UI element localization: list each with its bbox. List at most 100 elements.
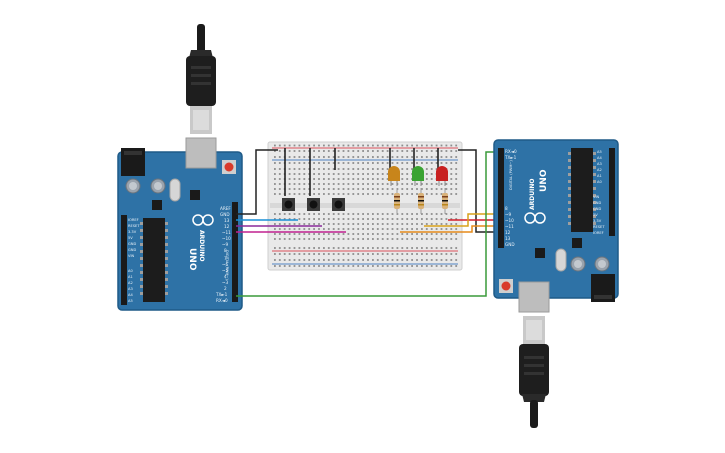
breadboard-hole [430,238,433,240]
breadboard-hole [342,168,345,170]
breadboard-hole [396,150,399,152]
breadboard-hole [318,183,320,185]
push-button-1[interactable] [282,198,295,211]
breadboard-hole [372,253,374,255]
breadboard-hole [421,228,423,230]
breadboard-hole [298,265,301,267]
orange-led[interactable] [388,166,400,186]
breadboard-hole [372,168,374,170]
breadboard-hole [430,233,433,235]
right-usb-cable[interactable] [519,316,549,428]
right-pin-a3: A3 [597,162,602,166]
breadboard-hole [435,144,438,147]
breadboard-hole [372,178,374,180]
breadboard-hole [278,259,281,261]
breadboard-hole [357,156,360,158]
breadboard-hole [278,183,281,185]
breadboard-hole [288,247,291,249]
breadboard-hole [362,223,364,225]
breadboard-hole [406,173,409,175]
breadboard-hole [362,162,364,164]
breadboard-hole [323,228,325,230]
breadboard-hole [421,265,423,267]
green-led[interactable] [412,166,424,186]
arduino-logo-icon [192,214,214,226]
push-button-2[interactable] [307,198,320,211]
breadboard-hole [308,253,311,255]
breadboard-hole [308,259,311,261]
breadboard-hole [362,253,364,255]
breadboard-hole [318,156,320,158]
breadboard-hole [367,247,369,249]
breadboard-hole [406,178,409,180]
breadboard-hole [288,168,291,170]
breadboard-hole [313,213,315,215]
left-pin-7: 7 [224,256,227,261]
breadboard-hole [430,144,433,147]
resistor-1[interactable] [394,188,400,214]
breadboard-hole [430,218,433,220]
breadboard-hole [401,168,404,170]
wire-green[interactable] [236,151,500,297]
breadboard[interactable] [267,141,463,271]
left-pin-a2: A2 [128,281,133,285]
breadboard-hole [411,213,413,215]
resistor-2[interactable] [418,188,424,214]
breadboard-hole [352,223,355,225]
breadboard-hole [293,156,296,158]
breadboard-hole [391,265,394,267]
right-arduino-uno[interactable]: ARDUINO UNO DIGITAL (PWM~) RX◄0 TX►1 8 ~… [493,139,619,313]
left-arduino-uno[interactable]: ARDUINO UNO DIGITAL (PWM~) AREF GND 13 1… [117,137,243,311]
breadboard-hole [278,238,281,240]
breadboard-hole [313,162,315,164]
breadboard-hole [342,259,345,261]
breadboard-hole [337,188,340,190]
breadboard-hole [303,247,306,249]
resistor-3[interactable] [442,188,448,214]
breadboard-hole [421,162,423,164]
breadboard-hole [298,173,301,175]
breadboard-hole [421,183,423,185]
breadboard-hole [308,193,311,195]
breadboard-hole [332,193,335,195]
left-usb-cable[interactable] [186,24,216,134]
breadboard-hole [347,168,350,170]
breadboard-hole [352,178,355,180]
breadboard-hole [411,223,413,225]
breadboard-hole [323,150,325,152]
breadboard-hole [274,223,276,225]
breadboard-hole [372,156,374,158]
wire-gnd-left[interactable] [236,149,278,215]
breadboard-hole [323,259,325,261]
left-pin-a5: A5 [128,299,133,303]
breadboard-hole [367,238,369,240]
breadboard-hole [435,265,438,267]
breadboard-hole [372,233,374,235]
left-pin-a3: A3 [128,287,133,291]
breadboard-hole [416,218,418,220]
breadboard-hole [288,188,291,190]
wire-gnd-right[interactable] [458,149,500,233]
red-led[interactable] [436,166,448,186]
breadboard-hole [430,188,433,190]
breadboard-hole [386,213,389,215]
breadboard-hole [406,228,409,230]
breadboard-hole [327,178,330,180]
breadboard-hole [274,188,276,190]
right-pin-a2: A2 [597,168,602,172]
wire-yellow[interactable] [424,213,500,227]
right-pin-gnd1: GND [593,207,601,211]
breadboard-hole [323,183,325,185]
breadboard-hole [303,213,306,215]
breadboard-hole [283,265,286,267]
breadboard-hole [455,188,458,190]
black-jumper-wires[interactable] [284,148,439,196]
breadboard-hole [450,162,453,164]
push-button-3[interactable] [332,198,345,211]
breadboard-hole [357,144,360,147]
breadboard-hole [323,223,325,225]
breadboard-hole [352,173,355,175]
breadboard-hole [445,213,448,215]
breadboard-hole [342,173,345,175]
breadboard-hole [401,162,404,164]
